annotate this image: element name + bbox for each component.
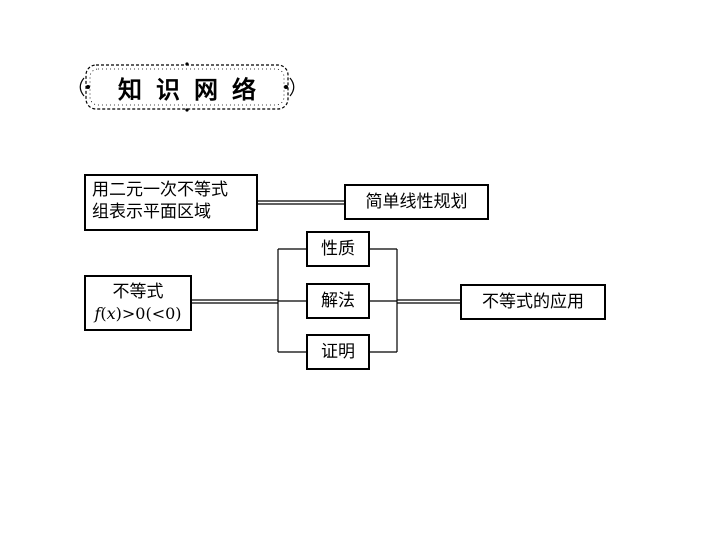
node-inequality-application: 不等式的应用 [460, 284, 606, 320]
node-linear-inequality-region-line2: 组表示平面区域 [92, 202, 211, 222]
node-linear-programming: 简单线性规划 [344, 184, 489, 220]
node-linear-inequality-region: 用二元一次不等式 组表示平面区域 [84, 174, 258, 231]
node-proof: 证明 [306, 334, 370, 370]
formula-x: x [106, 304, 116, 323]
node-inequality-formula: f(x)>0(<0) [94, 303, 181, 325]
page-title: 知识网络 [118, 74, 270, 104]
node-linear-inequality-region-line1: 用二元一次不等式 [92, 180, 228, 200]
formula-f: f [94, 304, 101, 323]
node-linear-programming-label: 简单线性规划 [365, 192, 468, 212]
node-solution-methods: 解法 [306, 283, 370, 319]
formula-close: )>0(<0) [115, 304, 182, 323]
formula-open: ( [100, 304, 107, 323]
node-solution-methods-label: 解法 [321, 291, 355, 311]
node-inequality-label: 不等式 [112, 282, 164, 302]
node-proof-label: 证明 [321, 342, 355, 362]
title-frame-ornament [79, 62, 295, 112]
node-properties: 性质 [306, 231, 370, 267]
title-banner: 知识网络 [82, 61, 292, 113]
node-inequality-application-label: 不等式的应用 [482, 292, 584, 312]
node-inequality: 不等式 f(x)>0(<0) [84, 275, 192, 331]
node-properties-label: 性质 [321, 239, 355, 259]
